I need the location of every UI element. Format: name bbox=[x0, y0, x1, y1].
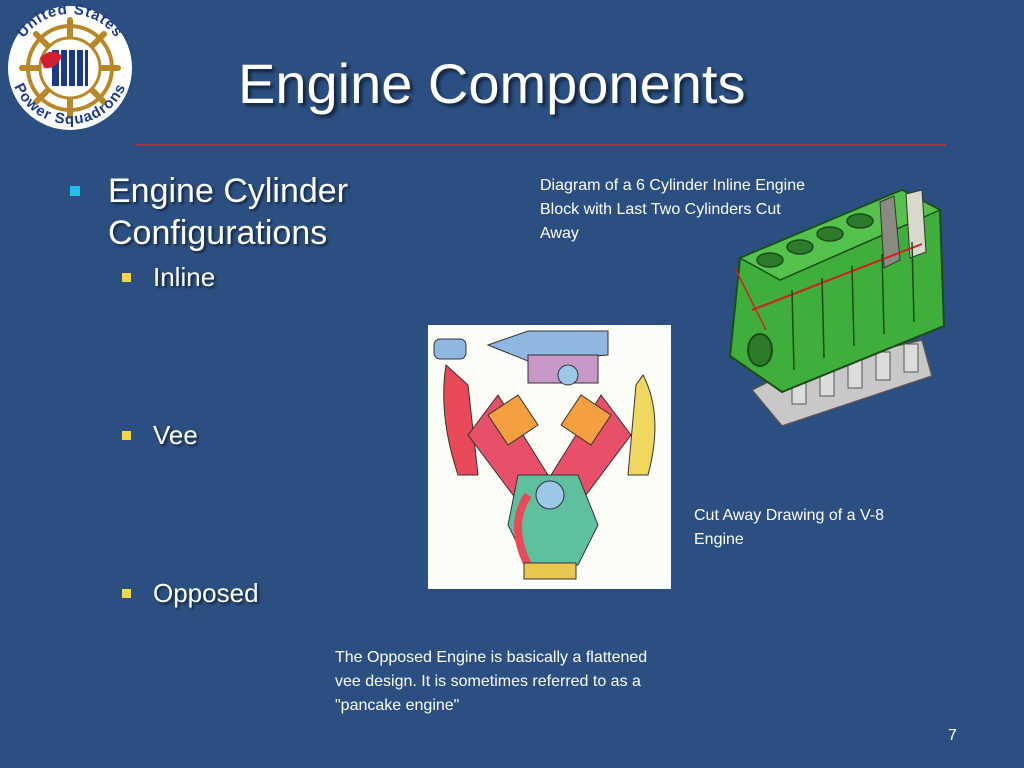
title-divider bbox=[136, 144, 946, 146]
slide-title: Engine Components bbox=[238, 52, 746, 115]
sub-bullet-square-icon bbox=[122, 273, 131, 282]
sub-bullet-label: Opposed bbox=[153, 578, 259, 608]
page-number: 7 bbox=[948, 727, 957, 744]
sub-bullet-inline: Inline bbox=[122, 260, 322, 294]
sub-bullet-square-icon bbox=[122, 589, 131, 598]
inline-engine-caption: Diagram of a 6 Cylinder Inline Engine Bl… bbox=[540, 177, 806, 242]
main-bullet-text: Engine Cylinder Configurations bbox=[108, 172, 349, 252]
main-bullet-square-icon bbox=[70, 186, 80, 196]
sub-bullet-square-icon bbox=[122, 431, 131, 440]
sub-bullet-opposed: Opposed bbox=[122, 576, 322, 610]
v8-engine-cutaway-image bbox=[428, 325, 671, 589]
vee-engine-caption: Cut Away Drawing of a V-8 Engine bbox=[694, 507, 885, 548]
inline-engine-block-image bbox=[728, 188, 946, 426]
sub-bullet-vee: Vee bbox=[122, 418, 322, 452]
opposed-engine-caption: The Opposed Engine is basically a flatte… bbox=[335, 649, 648, 714]
sub-bullet-label: Inline bbox=[153, 262, 216, 292]
united-states-power-squadrons-logo: United States Power Squadrons bbox=[8, 1, 132, 130]
sub-bullet-label: Vee bbox=[153, 420, 198, 450]
